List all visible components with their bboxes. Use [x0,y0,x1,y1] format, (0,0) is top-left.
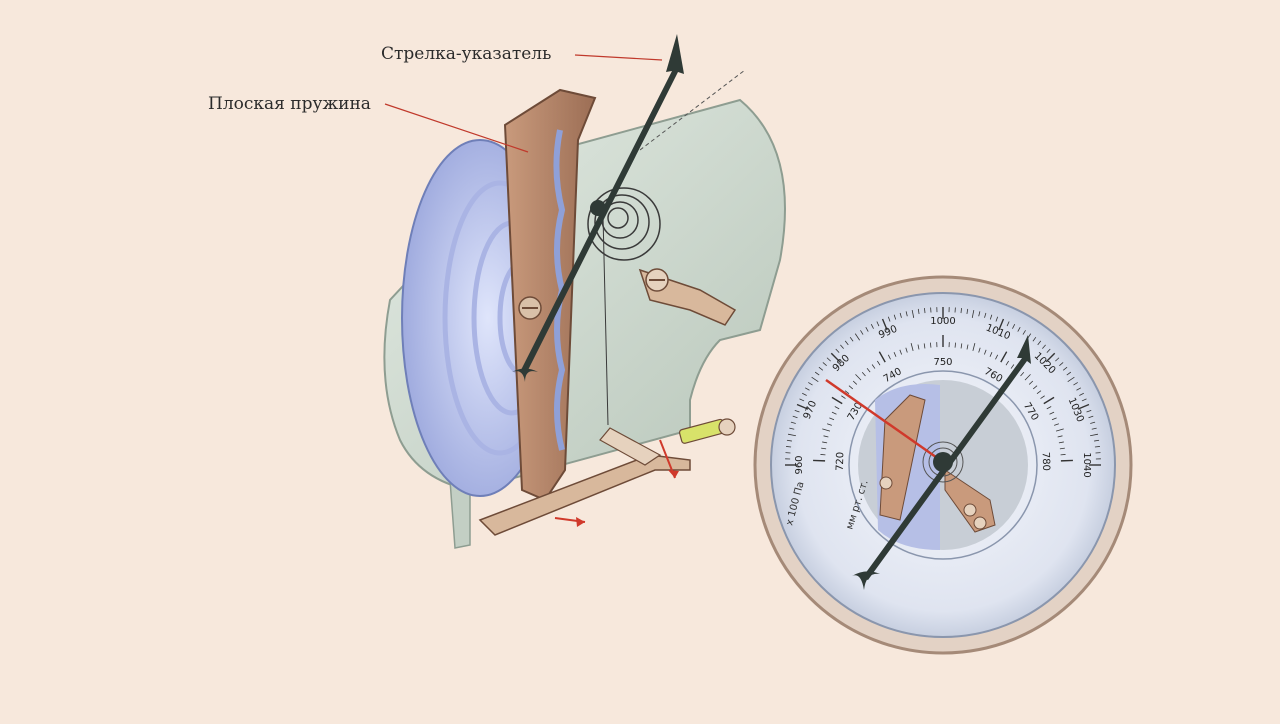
inner-scale-label: 750 [933,357,952,368]
outer-scale-label: 960 [794,455,805,474]
leader-line-pointer [575,55,662,60]
inner-scale-label: 780 [1040,452,1052,471]
outer-scale-label: 1040 [1081,452,1092,477]
mechanism [384,34,785,548]
inner-scale-tick [955,343,956,348]
inner-scale-label: 720 [835,452,847,471]
label-pointer-arrow: Стрелка-указатель [381,44,551,64]
label-flat-spring: Плоская пружина [208,94,371,114]
inner-scale-tick [930,343,931,348]
outer-scale-label: 1000 [930,316,955,327]
